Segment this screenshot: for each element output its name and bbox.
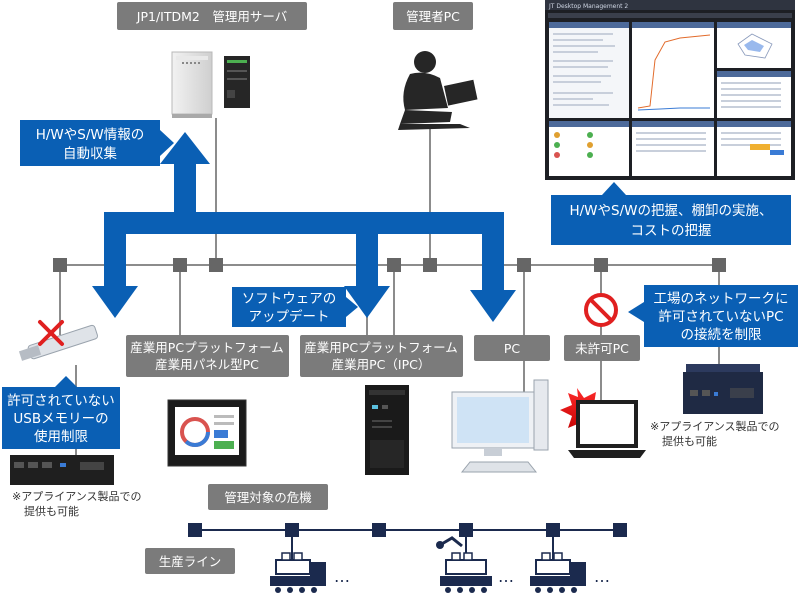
dashboard-screenshot: JT Desktop Management 2: [545, 0, 795, 180]
callout-factory-network: 工場のネットワークに 許可されていないPC の接続を制限: [628, 285, 798, 347]
svg-text:産業用パネル型PC: 産業用パネル型PC: [155, 357, 259, 372]
prohibited-x-icon: [38, 320, 64, 346]
no-entry-sign-icon: [584, 293, 618, 327]
svg-text:の接続を制限: の接続を制限: [681, 326, 762, 343]
appliance-box-left-icon: [10, 455, 114, 485]
unauthorized-laptop-icon: [568, 400, 646, 458]
callout-grasp-inventory: H/WやS/Wの把握、棚卸の実施、 コストの把握: [551, 182, 791, 245]
appliance-box-right-icon: [683, 364, 763, 414]
administrator-person-icon: [398, 51, 478, 130]
svg-text:H/WやS/W情報の: H/WやS/W情報の: [36, 127, 145, 143]
label-pc: PC: [474, 335, 550, 361]
desktop-pc-icon: [451, 379, 549, 473]
svg-text:許可されていないPC: 許可されていないPC: [658, 309, 783, 325]
label-server-title: JP1/ITDM2 管理用サーバ: [117, 2, 307, 30]
svg-text:産業用PCプラットフォーム: 産業用PCプラットフォーム: [304, 340, 457, 355]
svg-text:ソフトウェアの: ソフトウェアの: [242, 291, 337, 307]
data-flow-arrows: [92, 132, 516, 322]
appliance-note-left-line1: ※アプライアンス製品での: [12, 489, 142, 503]
label-production-line: 生産ライン: [145, 548, 235, 574]
industrial-pc-ipc-icon: [365, 385, 409, 475]
label-unauthorized-pc: 未許可PC: [564, 335, 640, 361]
label-ipc: 産業用PCプラットフォーム 産業用PC（IPC）: [300, 335, 463, 377]
callout-usb-restriction: 許可されていない USBメモリーの 使用制限: [2, 376, 120, 449]
label-admin-pc: 管理者PC: [393, 2, 473, 30]
svg-text:自動収集: 自動収集: [63, 146, 117, 162]
svg-text:産業用PC（IPC）: 産業用PC（IPC）: [332, 357, 431, 372]
ellipsis-3: …: [594, 567, 610, 586]
appliance-note-right-line2: 提供も可能: [662, 434, 717, 448]
svg-text:管理対象の危機: 管理対象の危機: [224, 490, 312, 505]
conveyor-machine-1-icon: [270, 552, 326, 593]
label-crisis: 管理対象の危機: [208, 484, 328, 510]
svg-text:アップデート: アップデート: [249, 308, 330, 325]
appliance-note-right-line1: ※アプライアンス製品での: [650, 419, 780, 433]
svg-text:USBメモリーの: USBメモリーの: [13, 411, 108, 427]
svg-text:生産ライン: 生産ライン: [159, 554, 222, 569]
management-server-icon: [171, 51, 250, 118]
industrial-panel-pc-icon: [167, 399, 247, 467]
appliance-note-left-line2: 提供も可能: [24, 504, 79, 518]
svg-text:工場のネットワークに: 工場のネットワークに: [654, 291, 789, 307]
label-panel-pc: 産業用PCプラットフォーム 産業用パネル型PC: [126, 335, 289, 377]
ellipsis-1: …: [334, 567, 350, 586]
svg-text:許可されていない: 許可されていない: [7, 393, 115, 409]
svg-text:PC: PC: [504, 341, 521, 356]
svg-text:H/WやS/Wの把握、棚卸の実施、: H/WやS/Wの把握、棚卸の実施、: [569, 203, 772, 219]
callout-software-update: ソフトウェアの アップデート: [232, 287, 358, 327]
svg-text:未許可PC: 未許可PC: [575, 341, 629, 356]
svg-text:JP1/ITDM2 管理用サーバ: JP1/ITDM2 管理用サーバ: [136, 9, 287, 24]
ellipsis-2: …: [498, 567, 514, 586]
svg-text:管理者PC: 管理者PC: [406, 9, 460, 24]
conveyor-machine-2-icon: [530, 552, 586, 593]
robot-arm-machine-icon: [436, 536, 492, 593]
svg-text:産業用PCプラットフォーム: 産業用PCプラットフォーム: [130, 340, 283, 355]
production-line-bus: [188, 523, 627, 560]
svg-text:コストの把握: コストの把握: [631, 223, 712, 239]
svg-text:使用制限: 使用制限: [34, 428, 88, 445]
callout-auto-collect: H/WやS/W情報の 自動収集: [20, 120, 174, 166]
dashboard-title: JT Desktop Management 2: [548, 3, 628, 10]
